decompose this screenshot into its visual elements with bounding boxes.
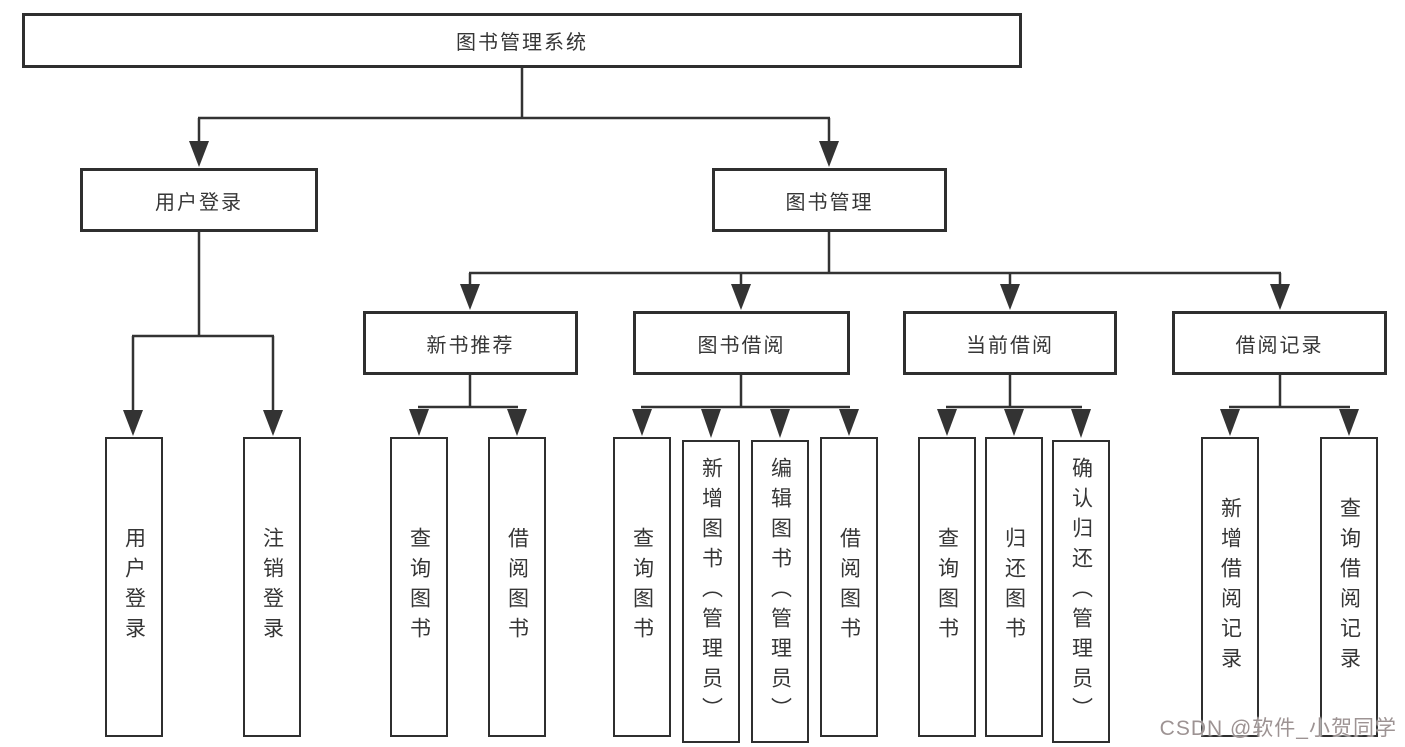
node-current-borrow: 当前借阅 [903,311,1117,375]
node-label: 确认归还（管理员） [1069,456,1093,727]
node-label: 查询图书 [935,527,959,647]
node-label: 借阅记录 [1235,334,1324,357]
node-new-book-recommend: 新书推荐 [363,311,578,375]
node-leaf-add-borrow-record: 新增借阅记录 [1201,437,1259,737]
node-label: 查询图书 [407,527,431,647]
node-label: 查询图书 [630,527,654,647]
node-leaf-query-books: 查询图书 [918,437,976,737]
node-label: 图书管理系统 [456,32,588,54]
node-borrow-records: 借阅记录 [1172,311,1387,375]
node-leaf-borrow-books: 借阅图书 [488,437,546,737]
node-leaf-confirm-return-admin: 确认归还（管理员） [1052,440,1110,743]
node-label: 编辑图书（管理员） [768,456,792,727]
node-label: 新增借阅记录 [1218,497,1242,677]
node-leaf-user-login: 用户登录 [105,437,163,737]
node-leaf-borrow-books: 借阅图书 [820,437,878,737]
node-leaf-query-books: 查询图书 [390,437,448,737]
node-library-management-system: 图书管理系统 [22,13,1022,68]
node-label: 当前借阅 [966,334,1054,357]
node-label: 归还图书 [1002,527,1026,647]
node-leaf-query-books: 查询图书 [613,437,671,737]
node-label: 图书管理 [785,191,874,214]
node-user-login-branch: 用户登录 [80,168,318,232]
node-label: 用户登录 [155,191,243,214]
node-label: 用户登录 [122,527,146,647]
node-label: 查询借阅记录 [1337,497,1361,677]
node-leaf-edit-books-admin: 编辑图书（管理员） [751,440,809,743]
node-label: 新书推荐 [426,334,515,357]
node-book-borrow: 图书借阅 [633,311,850,375]
node-label: 借阅图书 [837,527,861,647]
node-book-management-branch: 图书管理 [712,168,947,232]
node-leaf-logout: 注销登录 [243,437,301,737]
node-leaf-query-borrow-record: 查询借阅记录 [1320,437,1378,737]
node-label: 注销登录 [260,527,284,647]
node-label: 新增图书（管理员） [699,456,723,727]
node-label: 图书借阅 [697,334,786,357]
csdn-watermark: CSDN @软件_小贺同学 [1159,717,1397,740]
node-leaf-return-books: 归还图书 [985,437,1043,737]
node-label: 借阅图书 [505,527,529,647]
node-leaf-add-books-admin: 新增图书（管理员） [682,440,740,743]
